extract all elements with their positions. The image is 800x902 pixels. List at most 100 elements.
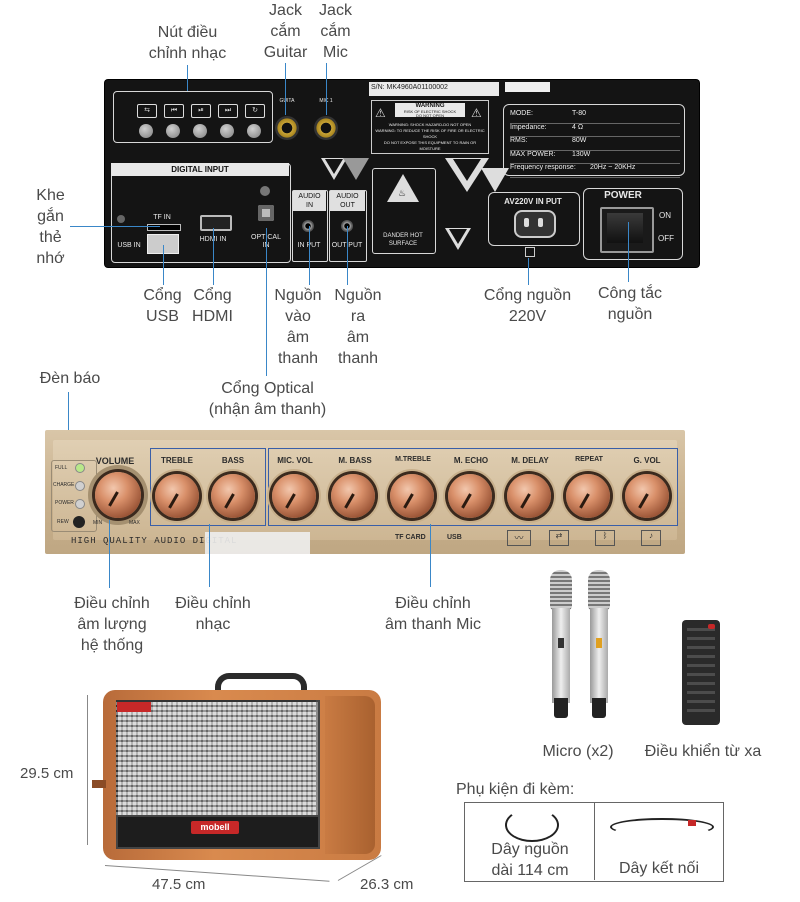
bass-knob[interactable]	[211, 474, 255, 518]
button-2[interactable]	[166, 124, 180, 138]
exclaim-icon: ⚠	[471, 106, 482, 120]
led-label-power: POWER	[55, 500, 74, 506]
microphones-label: Micro (x2)	[542, 743, 614, 760]
accessories-label: Phụ kiện đi kèm:	[456, 781, 575, 798]
callout-line	[285, 63, 286, 115]
spec-box	[503, 104, 685, 176]
triangle-decor	[343, 158, 369, 180]
triangle-decor-inner	[449, 229, 467, 244]
width-line	[104, 865, 330, 882]
serial-number: S/N: MK4960A01100002	[371, 84, 448, 91]
knob-label-mic-vol: MIC. VOL	[277, 456, 313, 465]
footer-text: HIGH QUALITY AUDIO DIGITAL	[71, 536, 238, 546]
ac-socket[interactable]	[514, 210, 556, 238]
speaker-side	[325, 696, 375, 854]
music-buttons-label: Nút điều chỉnh nhạc	[148, 24, 227, 62]
height-dimension: 29.5 cm	[20, 765, 74, 782]
led-full	[75, 463, 85, 473]
button-4[interactable]	[220, 124, 234, 138]
m-bass-knob[interactable]	[331, 474, 375, 518]
knob-label-m-bass: M. BASS	[338, 456, 372, 465]
speaker-body: mobell	[103, 690, 381, 860]
guitar-jack-label: Jack cắm Guitar	[263, 2, 308, 61]
treble-knob[interactable]	[155, 474, 199, 518]
spec-row: RMS:80W	[510, 137, 680, 151]
speaker-grill	[116, 700, 320, 819]
m-treble-knob[interactable]	[390, 474, 434, 518]
out-put-label: OUT PUT	[331, 242, 363, 249]
spec-list: MODE:T-80 Impedance:4 Ω RMS:80W MAX POWE…	[510, 110, 680, 178]
play-pause-icon: ⏯	[191, 104, 211, 118]
button-1[interactable]	[139, 124, 153, 138]
socket-pin	[538, 218, 543, 227]
button-5[interactable]	[247, 124, 261, 138]
double-square-icon	[525, 247, 535, 257]
ac-input-box	[488, 192, 580, 246]
button-3[interactable]	[193, 124, 207, 138]
audio-in-jack[interactable]	[302, 220, 314, 232]
next-icon: ⏭	[218, 104, 238, 118]
g-vol-knob[interactable]	[625, 474, 669, 518]
music-adjust-label: Điều chỉnh nhạc	[175, 595, 251, 633]
width-dimension: 47.5 cm	[152, 876, 206, 893]
microphone-2	[588, 570, 610, 720]
mic-vol-knob[interactable]	[272, 474, 316, 518]
volume-label: VOLUME	[95, 456, 135, 466]
led-label-full: FULL	[55, 465, 68, 471]
dander-label: DANDER HOT SURFACE	[383, 233, 423, 247]
hot-surface-box	[372, 168, 436, 254]
power-cable-label: Dây nguồn dài 114 cm	[491, 841, 569, 879]
rew-button[interactable]	[73, 516, 85, 528]
repeat-knob[interactable]	[566, 474, 610, 518]
rca-cable-icon	[610, 818, 714, 836]
power-switch-label: Công tắc nguồn	[597, 285, 663, 323]
sound-mode-icon: 〰	[507, 530, 531, 546]
m-echo-knob[interactable]	[448, 474, 492, 518]
usb-label: USB	[447, 534, 462, 541]
callout-line	[309, 226, 310, 285]
min-label: MIN	[93, 520, 103, 526]
callout-line	[109, 520, 110, 588]
callout-line	[163, 245, 164, 285]
ac-input-label: AV220V IN PUT	[504, 197, 562, 206]
spec-row: MODE:T-80	[510, 110, 680, 124]
mic-jack[interactable]	[314, 116, 338, 140]
volume-knob[interactable]	[95, 472, 141, 518]
brand-badge	[117, 702, 151, 712]
usb-in-label: USB IN	[117, 242, 141, 249]
repeat-icon: ↻	[245, 104, 265, 118]
optical-port[interactable]	[258, 205, 274, 221]
speaker-handle	[215, 673, 307, 699]
speaker-grill-overlay	[116, 700, 316, 815]
mic-adjust-label: Điều chỉnh âm thanh Mic	[384, 595, 482, 633]
music-knob-group	[150, 448, 266, 526]
led-label-rew: REW	[57, 519, 69, 525]
callout-line	[187, 65, 188, 91]
led-charge	[75, 481, 85, 491]
in-put-label: IN PUT	[297, 242, 321, 249]
hdmi-port[interactable]	[200, 215, 232, 231]
warning-text: WARNING: SHOCK HAZARD-DO NOT OPEN WARNIN…	[375, 122, 485, 151]
digital-input-title: DIGITAL INPUT	[171, 165, 229, 174]
remote-label: Điều khiển từ xa	[644, 743, 762, 760]
tf-slot[interactable]	[147, 224, 181, 231]
triangle-decor-inner	[325, 159, 343, 174]
knob-label-m-delay: M. DELAY	[511, 456, 549, 465]
m-delay-knob[interactable]	[507, 474, 551, 518]
max-label: MAX	[129, 520, 140, 526]
socket-pin	[524, 218, 529, 227]
input-icon: ⇄	[549, 530, 569, 546]
guitar-jack[interactable]	[275, 116, 299, 140]
warning-sub: RISK OF ELECTRIC SHOCK DO NOT OPEN	[403, 109, 457, 118]
knob-label-g-vol: G. VOL	[633, 456, 661, 465]
knob-label-m-echo: M. ECHO	[453, 456, 489, 465]
audio-in-label: Nguồn vào âm thanh	[274, 287, 322, 367]
warning-title: WARNING	[415, 103, 445, 109]
usb-port-label: Cổng USB	[143, 287, 182, 325]
shuffle-icon: ⇆	[137, 104, 157, 118]
sticker	[205, 532, 310, 554]
hot-surface-icon	[387, 174, 419, 202]
tf-in-label: TF IN	[153, 214, 171, 221]
spec-row: Impedance:4 Ω	[510, 124, 680, 137]
led-label-charge: CHARGE	[53, 482, 75, 488]
